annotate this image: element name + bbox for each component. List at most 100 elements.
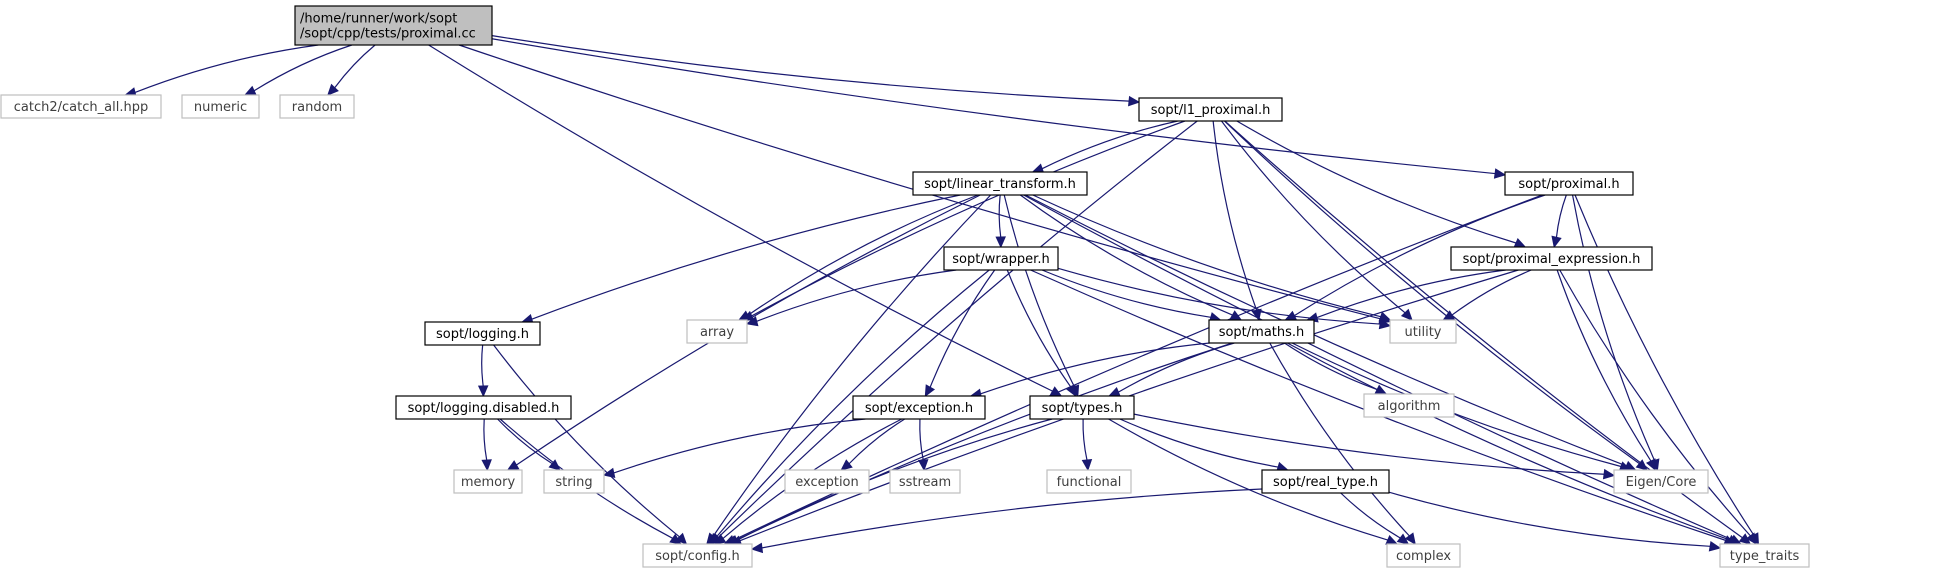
node-label: sopt/exception.h xyxy=(865,401,973,416)
node-label: type_traits xyxy=(1730,549,1800,564)
edge-line xyxy=(1340,492,1401,539)
node-label: memory xyxy=(461,475,516,490)
edge-arrowhead xyxy=(1378,318,1392,330)
edge-arrowhead xyxy=(669,533,682,545)
node-box xyxy=(889,469,961,494)
edge-arrowhead xyxy=(995,236,1006,249)
edge-line xyxy=(980,342,1210,395)
edge-line xyxy=(1006,269,1072,388)
edge-line xyxy=(998,194,1002,238)
node-random[interactable]: random xyxy=(279,94,355,119)
node-exception-std[interactable]: exception xyxy=(784,469,870,494)
edge-root-to-proximal xyxy=(491,38,1507,179)
edge-line xyxy=(1559,269,1751,537)
edge-line xyxy=(712,194,992,537)
edge-arrowhead xyxy=(1635,459,1649,471)
edge-logging-disabled-to-memory xyxy=(481,418,492,472)
edge-line xyxy=(1025,194,1627,467)
node-eigen-core[interactable]: Eigen/Core xyxy=(1613,469,1709,494)
edge-line xyxy=(1574,194,1755,536)
edge-line xyxy=(134,44,319,94)
node-label: utility xyxy=(1405,325,1442,340)
node-memory[interactable]: memory xyxy=(453,469,523,494)
node-box xyxy=(0,94,162,119)
node-root: /home/runner/work/sopt/sopt/cpp/tests/pr… xyxy=(294,5,493,46)
edge-line xyxy=(1451,269,1532,316)
node-label: algorithm xyxy=(1378,399,1441,414)
node-box xyxy=(543,469,605,494)
edge-line xyxy=(1041,120,1178,170)
node-maths[interactable]: sopt/maths.h xyxy=(1208,319,1315,344)
node-label: sopt/types.h xyxy=(1042,401,1123,416)
node-complex[interactable]: complex xyxy=(1386,543,1461,568)
node-box xyxy=(424,321,541,346)
node-type-traits[interactable]: type_traits xyxy=(1719,543,1810,568)
node-label: /home/runner/work/sopt xyxy=(300,12,457,27)
edge-line xyxy=(1023,194,1733,541)
edge-l1-proximal-to-maths xyxy=(1212,120,1262,322)
edge-l1-proximal-to-proximal-expression xyxy=(1236,120,1527,248)
edge-line xyxy=(491,35,1130,102)
node-utility[interactable]: utility xyxy=(1389,319,1457,344)
edge-line xyxy=(1236,120,1517,244)
edge-maths-to-eigen-core xyxy=(1291,342,1632,472)
node-catch2[interactable]: catch2/catch_all.hpp xyxy=(0,94,162,119)
edge-proximal-expression-to-eigen-core xyxy=(1556,269,1656,472)
node-functional[interactable]: functional xyxy=(1046,469,1132,494)
edge-real-type-to-config xyxy=(750,488,1263,554)
edge-arrowhead xyxy=(1404,532,1416,545)
edge-arrowhead xyxy=(1385,534,1399,545)
edge-arrowhead xyxy=(1551,235,1562,249)
edge-line xyxy=(1057,267,1381,325)
node-label: sopt/real_type.h xyxy=(1273,475,1378,490)
edge-line xyxy=(1284,342,1378,391)
edge-arrowhead xyxy=(917,459,929,472)
edge-line xyxy=(929,269,996,388)
edge-line xyxy=(491,38,1496,175)
edge-arrowhead xyxy=(675,532,688,545)
edge-arrowhead xyxy=(745,316,759,327)
node-algorithm[interactable]: algorithm xyxy=(1363,393,1455,418)
node-config[interactable]: sopt/config.h xyxy=(642,543,753,568)
edge-linear-transform-to-eigen-core xyxy=(1025,194,1637,471)
node-l1-proximal[interactable]: sopt/l1_proximal.h xyxy=(1138,97,1283,122)
edge-line xyxy=(1556,269,1652,462)
node-label: array xyxy=(700,325,734,340)
node-wrapper[interactable]: sopt/wrapper.h xyxy=(943,246,1059,271)
edge-line xyxy=(717,120,1198,538)
node-box xyxy=(642,543,753,568)
node-label: sopt/proximal_expression.h xyxy=(1463,252,1641,267)
edge-linear-transform-to-logging xyxy=(521,194,961,325)
node-sstream[interactable]: sstream xyxy=(889,469,961,494)
edge-real-type-to-complex xyxy=(1340,492,1410,545)
edge-wrapper-to-types xyxy=(1006,269,1077,398)
node-label: catch2/catch_all.hpp xyxy=(14,100,148,115)
node-types[interactable]: sopt/types.h xyxy=(1029,395,1135,420)
node-array[interactable]: array xyxy=(686,319,748,344)
node-label: sopt/logging.disabled.h xyxy=(408,401,560,416)
node-proximal[interactable]: sopt/proximal.h xyxy=(1504,171,1634,196)
node-logging[interactable]: sopt/logging.h xyxy=(424,321,541,346)
node-proximal-expression[interactable]: sopt/proximal_expression.h xyxy=(1450,246,1653,271)
edge-line xyxy=(735,342,1233,541)
node-exception[interactable]: sopt/exception.h xyxy=(852,395,986,420)
node-box xyxy=(1046,469,1132,494)
edge-wrapper-to-exception xyxy=(924,269,996,398)
edge-types-to-functional xyxy=(1081,418,1093,472)
edge-exception-to-string xyxy=(602,418,866,479)
edge-line xyxy=(1287,342,1730,541)
edge-arrowhead xyxy=(1128,95,1141,107)
node-logging-disabled[interactable]: sopt/logging.disabled.h xyxy=(395,395,572,420)
edge-arrowhead xyxy=(1108,387,1121,397)
node-box xyxy=(1138,97,1283,122)
node-label: sopt/l1_proximal.h xyxy=(1151,103,1271,118)
node-box xyxy=(1386,543,1461,568)
edge-line xyxy=(1291,342,1622,468)
node-string[interactable]: string xyxy=(543,469,605,494)
edge-maths-to-exception xyxy=(969,342,1210,399)
node-numeric[interactable]: numeric xyxy=(181,94,260,119)
node-label: sopt/linear_transform.h xyxy=(924,177,1076,192)
node-real-type[interactable]: sopt/real_type.h xyxy=(1261,469,1390,494)
edge-arrowhead xyxy=(1442,310,1455,321)
node-linear-transform[interactable]: sopt/linear_transform.h xyxy=(912,171,1088,196)
